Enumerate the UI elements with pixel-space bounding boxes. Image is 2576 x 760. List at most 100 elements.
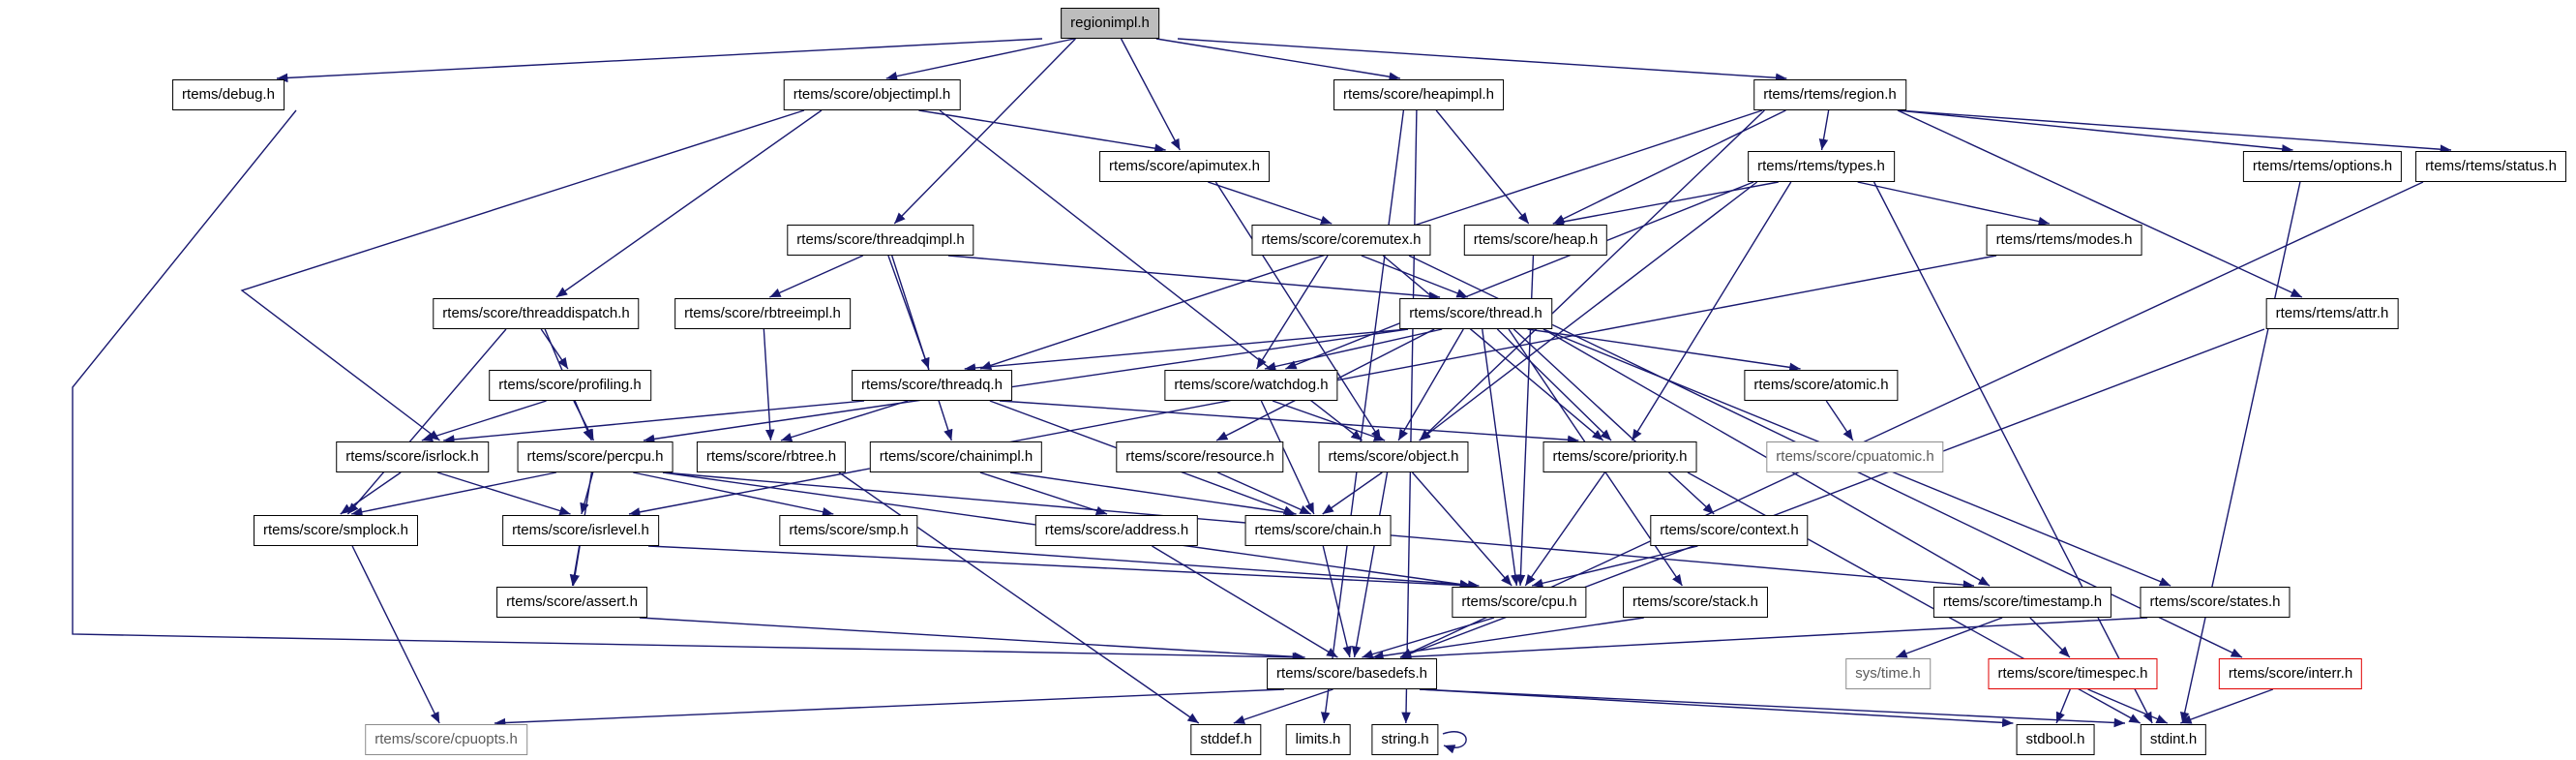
include-edge-watchdog-object [1272, 400, 1386, 441]
include-edge-threadq-priority [999, 400, 1579, 445]
graph-node-region[interactable]: rtems/rtems/region.h [1753, 79, 1906, 110]
include-edge-chainimpl-chain [1009, 471, 1297, 518]
graph-node-timestamp[interactable]: rtems/score/timestamp.h [1932, 587, 2112, 618]
include-edge-resource-chain [1217, 471, 1311, 515]
graph-node-priority[interactable]: rtems/score/priority.h [1543, 441, 1697, 472]
include-edge-regionimpl-region [1177, 38, 1787, 83]
include-edge-smplock-cpuopts [351, 545, 440, 724]
graph-node-smp[interactable]: rtems/score/smp.h [779, 515, 918, 546]
graph-node-watchdog[interactable]: rtems/score/watchdog.h [1164, 370, 1338, 401]
graph-node-timespec[interactable]: rtems/score/timespec.h [1988, 658, 2158, 689]
graph-node-resource[interactable]: rtems/score/resource.h [1116, 441, 1284, 472]
graph-node-stddef[interactable]: stddef.h [1190, 724, 1262, 755]
include-edge-region-heap [1552, 109, 1786, 225]
include-edge-rbtree-stddef [838, 471, 1200, 724]
graph-node-modes[interactable]: rtems/rtems/modes.h [1986, 225, 2142, 256]
include-edge-chainimpl-address [979, 471, 1108, 516]
include-edge-thread-cpu [1482, 328, 1520, 587]
include-edge-priority-cpu [1524, 471, 1605, 587]
include-edge-region-attr [1897, 109, 2303, 298]
include-edge-thread-percpu [643, 328, 1409, 444]
include-edge-types-modes [1857, 181, 2051, 227]
graph-node-cpu[interactable]: rtems/score/cpu.h [1452, 587, 1587, 618]
include-edge-basedefs-stddef [1233, 688, 1333, 724]
include-edge-thread-atomic [1527, 328, 1801, 373]
graph-node-objectimpl[interactable]: rtems/score/objectimpl.h [783, 79, 961, 110]
include-edge-threaddispatch-smplock [346, 328, 507, 515]
graph-node-threaddispatch[interactable]: rtems/score/threaddispatch.h [433, 298, 640, 329]
include-edge-percpu-smplock [350, 471, 556, 517]
include-edge-watchdog-chain [1260, 400, 1315, 515]
include-edge-types-stdint [1872, 181, 2153, 724]
graph-node-types[interactable]: rtems/rtems/types.h [1748, 151, 1895, 182]
graph-node-heap[interactable]: rtems/score/heap.h [1463, 225, 1608, 256]
graph-node-limits[interactable]: limits.h [1285, 724, 1351, 755]
graph-node-object[interactable]: rtems/score/object.h [1318, 441, 1469, 472]
graph-node-interr[interactable]: rtems/score/interr.h [2218, 658, 2363, 689]
graph-node-threadqimpl[interactable]: rtems/score/threadqimpl.h [787, 225, 974, 256]
graph-node-percpu[interactable]: rtems/score/percpu.h [517, 441, 674, 472]
include-edge-types-priority [1631, 181, 1792, 441]
include-edge-regionimpl-heapimpl [1155, 38, 1400, 81]
include-edge-heapimpl-limits [1320, 109, 1405, 724]
include-edge-types-watchdog [1285, 181, 1754, 370]
graph-node-rbtree[interactable]: rtems/score/rbtree.h [696, 441, 847, 472]
include-edge-types-heap [1552, 181, 1779, 227]
graph-node-cpuatomic[interactable]: rtems/score/cpuatomic.h [1766, 441, 1944, 472]
include-edge-profiling-percpu [573, 400, 595, 441]
include-edge-thread-watchdog [1264, 328, 1443, 372]
include-edge-regionimpl-objectimpl [885, 38, 1075, 81]
graph-node-isrlock[interactable]: rtems/score/isrlock.h [336, 441, 489, 472]
include-edge-coremutex-watchdog [1255, 255, 1329, 370]
graph-node-states[interactable]: rtems/score/states.h [2140, 587, 2291, 618]
graph-node-apimutex[interactable]: rtems/score/apimutex.h [1099, 151, 1270, 182]
graph-node-stack[interactable]: rtems/score/stack.h [1622, 587, 1769, 618]
graph-node-atomic[interactable]: rtems/score/atomic.h [1744, 370, 1899, 401]
include-edge-thread-context [1513, 328, 1715, 515]
graph-node-systime[interactable]: sys/time.h [1845, 658, 1931, 689]
graph-node-isrlevel[interactable]: rtems/score/isrlevel.h [502, 515, 659, 546]
graph-node-stdint[interactable]: stdint.h [2140, 724, 2207, 755]
include-edge-timestamp-timespec [2029, 617, 2071, 658]
graph-node-regionimpl[interactable]: regionimpl.h [1061, 8, 1159, 39]
include-edge-apimutex-object [1214, 181, 1382, 441]
graph-node-rbtreeimpl[interactable]: rtems/score/rbtreeimpl.h [674, 298, 851, 329]
graph-node-context[interactable]: rtems/score/context.h [1650, 515, 1809, 546]
include-edge-types-object [1419, 181, 1758, 441]
graph-node-thread[interactable]: rtems/score/thread.h [1399, 298, 1552, 329]
include-edge-atomic-cpuatomic [1825, 400, 1854, 441]
include-edge-chain-basedefs [1322, 545, 1352, 658]
include-edge-coremutex-priority [1382, 255, 1604, 441]
graph-node-string[interactable]: string.h [1371, 724, 1439, 755]
include-edge-basedefs-stdbool [1419, 688, 2014, 728]
include-edge-thread-priority [1496, 328, 1612, 441]
include-edge-percpu-smp [633, 471, 834, 517]
graph-node-address[interactable]: rtems/score/address.h [1034, 515, 1199, 546]
graph-node-chain[interactable]: rtems/score/chain.h [1244, 515, 1392, 546]
graph-node-basedefs[interactable]: rtems/score/basedefs.h [1267, 658, 1437, 689]
include-edge-debug-basedefs [72, 109, 1304, 662]
graph-node-heapimpl[interactable]: rtems/score/heapimpl.h [1333, 79, 1504, 110]
graph-node-stdbool[interactable]: stdbool.h [2016, 724, 2095, 755]
graph-node-options[interactable]: rtems/rtems/options.h [2242, 151, 2403, 182]
include-edge-objectimpl-threaddispatch [555, 109, 823, 298]
graph-node-coremutex[interactable]: rtems/score/coremutex.h [1251, 225, 1431, 256]
include-edge-heapimpl-heap [1435, 109, 1530, 225]
graph-node-threadq[interactable]: rtems/score/threadq.h [852, 370, 1012, 401]
include-edge-apimutex-coremutex [1208, 181, 1333, 225]
graph-node-chainimpl[interactable]: rtems/score/chainimpl.h [869, 441, 1043, 472]
graph-node-debug[interactable]: rtems/debug.h [172, 79, 285, 110]
graph-node-profiling[interactable]: rtems/score/profiling.h [489, 370, 651, 401]
include-edge-object-basedefs [1351, 471, 1389, 658]
include-edge-regionimpl-debug [276, 38, 1043, 83]
include-edge-heapimpl-string [1401, 109, 1418, 724]
graph-node-attr[interactable]: rtems/rtems/attr.h [2265, 298, 2399, 329]
include-edge-profiling-isrlock [421, 400, 547, 442]
graph-node-smplock[interactable]: rtems/score/smplock.h [253, 515, 419, 546]
include-edge-threadq-rbtree [780, 400, 909, 442]
graph-node-cpuopts[interactable]: rtems/score/cpuopts.h [365, 724, 527, 755]
include-edge-stack-basedefs [1372, 617, 1644, 661]
graph-node-assert[interactable]: rtems/score/assert.h [496, 587, 647, 618]
graph-node-status[interactable]: rtems/rtems/status.h [2415, 151, 2566, 182]
include-edge-object-chain [1322, 471, 1383, 515]
